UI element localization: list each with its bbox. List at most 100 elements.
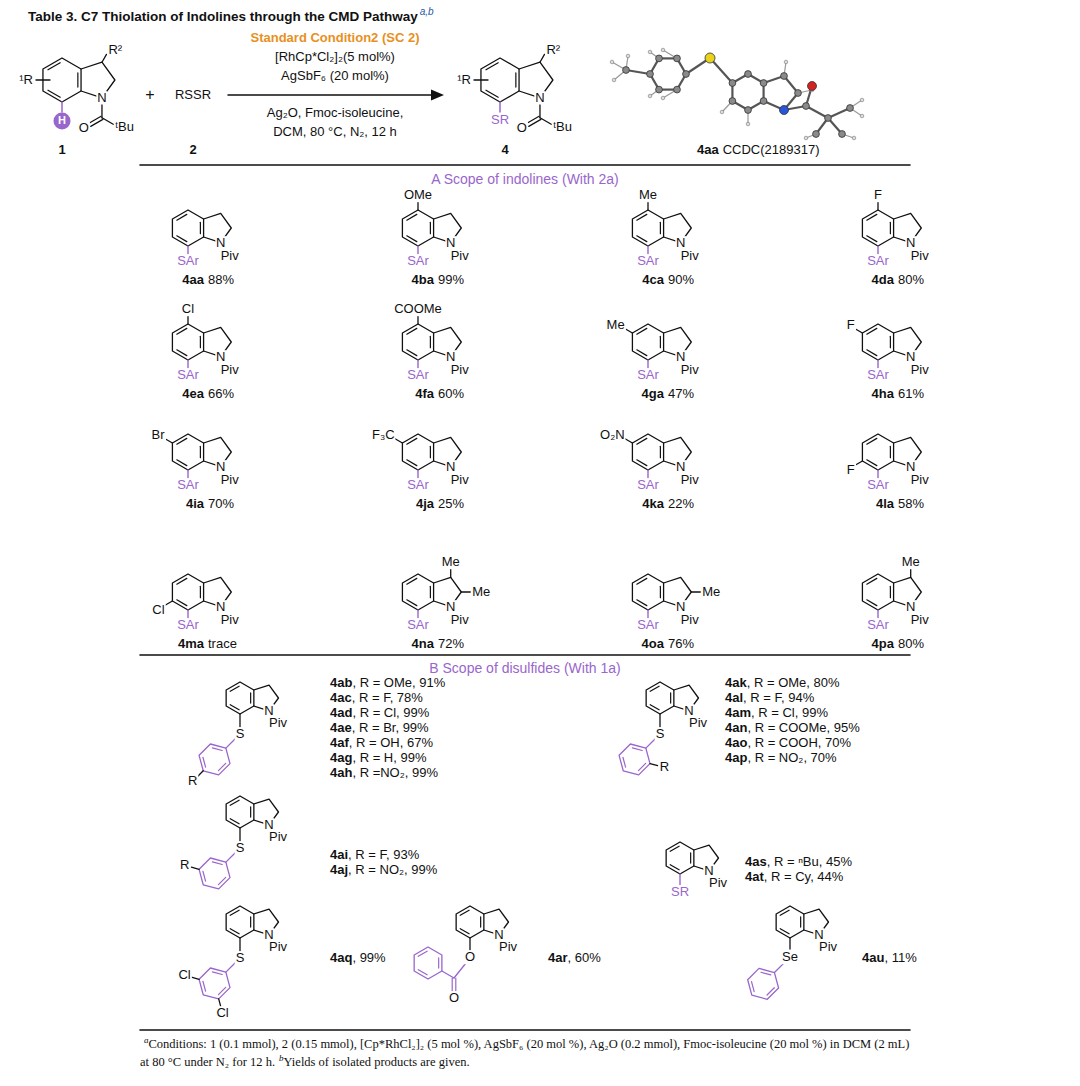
bond-line: [910, 569, 911, 577]
compound-number: 4ha: [872, 387, 894, 401]
yield-text: , R = Cy, 44%: [764, 870, 844, 884]
bond-line: [226, 963, 235, 972]
bond-line: [877, 610, 878, 618]
aromatic-ring: [226, 796, 254, 828]
condition-text: Ag₂O, Fmoc-isoleucine,: [267, 106, 404, 120]
crystal-atom: [612, 78, 616, 82]
double-bond-line: [200, 446, 201, 458]
bond-line: [540, 118, 551, 125]
bond-line: [226, 853, 235, 862]
highlight-circle: [54, 113, 71, 130]
double-bond-line: [890, 586, 891, 598]
bond-line: [877, 470, 878, 478]
compound-number: 4au: [862, 951, 884, 965]
double-bond-line: [515, 73, 516, 87]
atom-label: SAr: [866, 478, 890, 492]
bond-line: [647, 470, 648, 478]
atom-label: Piv: [680, 249, 700, 263]
atom-label: SAr: [176, 618, 200, 632]
aromatic-ring: [632, 324, 663, 360]
double-bond-line: [48, 90, 60, 97]
compound-number: 4ja: [416, 497, 434, 511]
aromatic-ring: [172, 210, 203, 246]
compound-number: 4ac: [330, 691, 352, 705]
atom-label: Br: [151, 428, 166, 442]
section-rule: [140, 654, 910, 656]
yield-text: 58%: [898, 497, 924, 511]
atom-label: Me: [606, 318, 626, 332]
crystal-atom: [825, 115, 832, 122]
yield-text: , R = NO₂, 99%: [348, 863, 437, 877]
double-bond-line: [407, 438, 417, 444]
crystal-atom: [626, 54, 630, 58]
bond-line: [191, 867, 199, 869]
yield-text: 90%: [668, 273, 694, 287]
double-bond-line: [637, 578, 647, 584]
compound-number: 4ab: [330, 676, 352, 690]
yield-text: , R = OMe, 80%: [747, 676, 840, 690]
yield-text: , R = Cl, 99%: [352, 706, 429, 720]
compound-number: 4fa: [415, 387, 434, 401]
atom-label: S: [235, 951, 246, 965]
bond-line: [226, 739, 235, 748]
crystal-atom: [746, 122, 750, 126]
double-bond-line: [637, 328, 647, 334]
double-bond-line: [650, 686, 659, 691]
compound-number: 4at: [745, 870, 764, 884]
compound-number: 4am: [725, 706, 751, 720]
atom-label: ᵗBu: [114, 120, 135, 134]
aromatic-ring: [199, 968, 230, 999]
footnote-block: aConditions: 1 (0.1 mmol), 2 (0.15 mmol)…: [140, 1036, 910, 1071]
double-bond-line: [430, 446, 431, 458]
double-bond-line: [218, 763, 225, 770]
double-bond-line: [230, 686, 239, 691]
crystal-atom: [647, 71, 654, 78]
bond-line: [855, 329, 863, 334]
yield-text: 76%: [668, 637, 694, 651]
compound-number: 4ak: [725, 676, 747, 690]
double-bond-line: [203, 757, 206, 767]
double-bond-line: [867, 600, 877, 606]
atom-label: R: [659, 761, 670, 775]
double-bond-line: [690, 853, 691, 863]
bond-line: [187, 360, 188, 368]
condition-heading: Standard Condition2 (SC 2): [251, 31, 420, 45]
atom-label: Piv: [268, 716, 288, 730]
bond-line: [442, 971, 454, 978]
atom-label: SAr: [176, 368, 200, 382]
section-rule: [140, 1029, 910, 1031]
double-bond-line: [670, 846, 679, 851]
double-bond-line: [418, 951, 427, 956]
double-bond-line: [452, 978, 453, 991]
bond-line: [187, 470, 188, 478]
yield-text: , R = F, 78%: [352, 691, 423, 705]
aromatic-ring: [632, 210, 663, 246]
bond-line: [461, 591, 470, 592]
aromatic-ring: [199, 858, 230, 889]
atom-label: Piv: [450, 613, 470, 627]
crystal-atom: [780, 106, 789, 115]
atom-label: ᵗBu: [552, 120, 573, 134]
double-bond-line: [177, 214, 187, 220]
atom-label: N: [675, 460, 686, 474]
atom-label: SAr: [406, 368, 430, 382]
crystal-atom: [781, 73, 788, 80]
yield-text: , R = Br, 99%: [352, 721, 429, 735]
double-bond-line: [250, 917, 251, 927]
double-bond-line: [177, 578, 187, 584]
atom-label: H: [58, 115, 66, 127]
atom-label: N: [905, 600, 916, 614]
atom-label: Piv: [910, 613, 930, 627]
bond-line: [647, 202, 648, 210]
bond-line: [239, 714, 240, 727]
bond-line: [198, 771, 204, 777]
compound-number: 4aj: [330, 863, 348, 877]
atom-label: Me: [901, 556, 921, 570]
condition-text: DCM, 80 °C, N₂, 12 h: [273, 125, 397, 139]
bond-line: [625, 329, 633, 334]
crystal-atom: [839, 131, 846, 138]
atom-label: N: [445, 350, 456, 364]
atom-label: Piv: [268, 940, 288, 954]
double-bond-line: [752, 982, 755, 992]
compound-number: 4ai: [330, 848, 348, 862]
